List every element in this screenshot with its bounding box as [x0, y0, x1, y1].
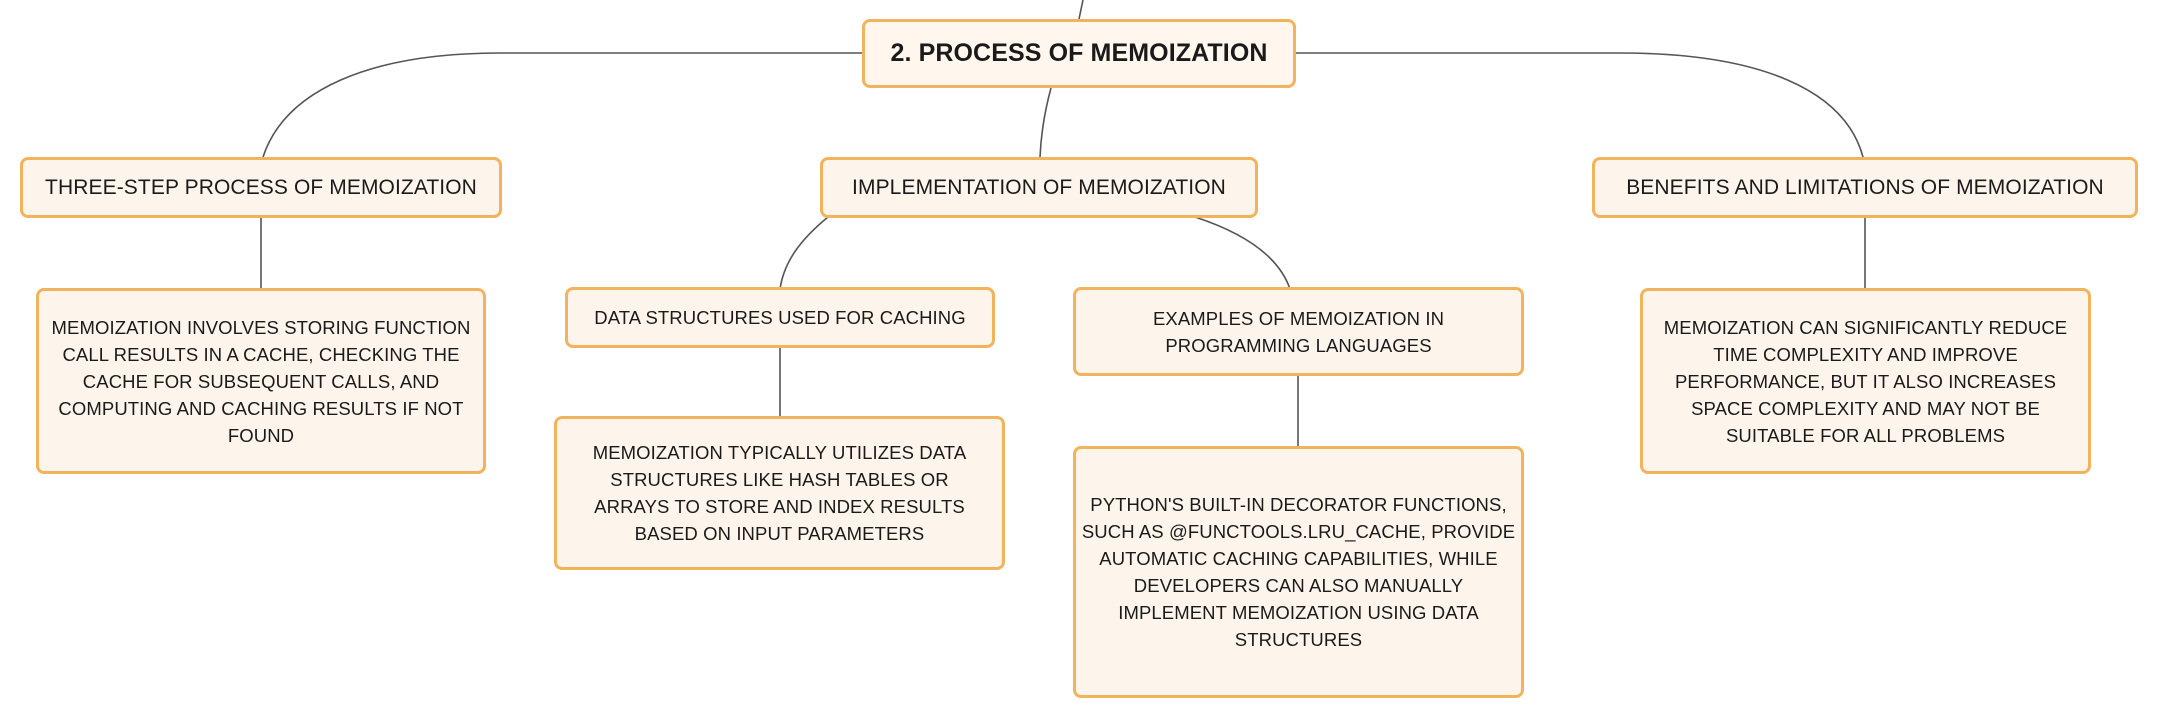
detail-node-examples[interactable]: PYTHON'S BUILT-IN DECORATOR FUNCTIONS, S… [1073, 446, 1524, 698]
branch-node-benefits[interactable]: BENEFITS AND LIMITATIONS OF MEMOIZATION [1592, 157, 2138, 218]
connector-root-to-implementation [1039, 87, 1052, 158]
connector-root-to-three-step [262, 52, 862, 158]
detail-node-three-step[interactable]: MEMOIZATION INVOLVES STORING FUNCTION CA… [36, 288, 486, 474]
subtopic-node-examples[interactable]: EXAMPLES OF MEMOIZATION IN PROGRAMMING L… [1073, 287, 1524, 376]
connector-root-to-benefits [1296, 52, 1864, 158]
detail-node-data-structures[interactable]: MEMOIZATION TYPICALLY UTILIZES DATA STRU… [554, 416, 1005, 570]
connector-parent-to-root [1078, 0, 1084, 20]
branch-node-implementation[interactable]: IMPLEMENTATION OF MEMOIZATION [820, 157, 1258, 218]
connector-implementation-to-data-structures [779, 216, 829, 290]
detail-node-benefits[interactable]: MEMOIZATION CAN SIGNIFICANTLY REDUCE TIM… [1640, 288, 2091, 474]
branch-node-three-step[interactable]: THREE-STEP PROCESS OF MEMOIZATION [20, 157, 502, 218]
subtopic-node-data-structures[interactable]: DATA STRUCTURES USED FOR CACHING [565, 287, 995, 348]
connector-implementation-to-examples [1194, 216, 1291, 290]
root-node[interactable]: 2. PROCESS OF MEMOIZATION [862, 19, 1296, 88]
